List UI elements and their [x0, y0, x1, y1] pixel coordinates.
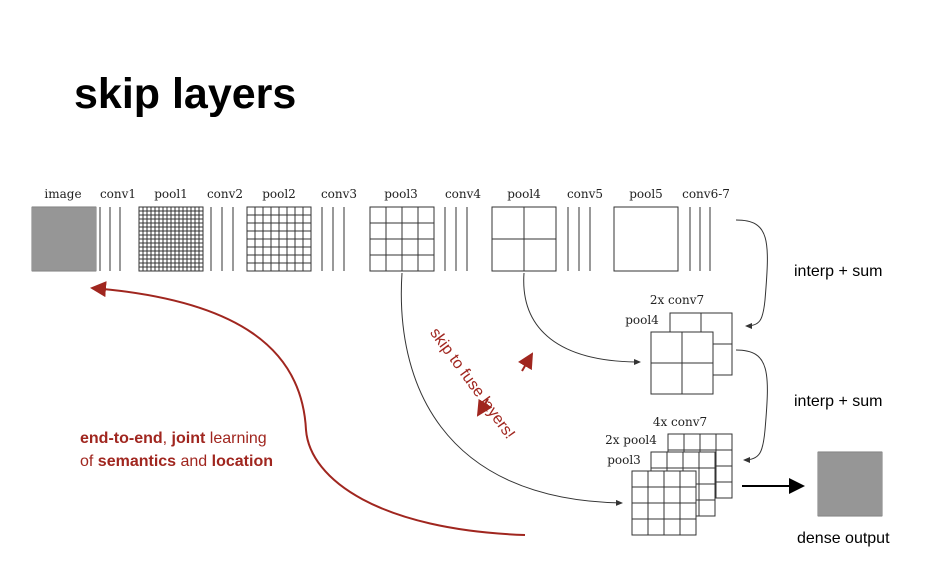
slide-title: skip layers: [74, 70, 297, 118]
layer-label-pool4: pool4: [507, 187, 541, 201]
prediction-stacks: 2x conv7 pool4 4x conv7 2x pool4 pool3: [605, 293, 883, 536]
layer-label-conv4: conv4: [445, 187, 481, 201]
and-text: and: [176, 453, 212, 470]
pool4-skip-map: [650, 331, 714, 395]
layer-label-conv2: conv2: [207, 187, 243, 201]
conv7-4x-label: 4x conv7: [653, 415, 707, 429]
layer-label-pool3: pool3: [384, 187, 418, 201]
end-to-end-text: end-to-end: [80, 430, 163, 447]
pool4-2x-label: 2x pool4: [605, 433, 657, 447]
layer-label-conv1: conv1: [100, 187, 136, 201]
pool2-map: [246, 206, 312, 272]
pool3-skip-arrow: [400, 272, 623, 506]
pool4-skip-arrow: [523, 272, 641, 365]
end-to-end-arrow: [90, 281, 526, 536]
pool3-map: [369, 206, 435, 272]
learning-note-line2: of semantics and location: [80, 450, 273, 473]
learning-note-line1: end-to-end, joint learning: [80, 427, 273, 450]
dense-output-label: dense output: [797, 530, 890, 547]
skip-up-arrow: [518, 352, 534, 372]
interp-sum-arrow-1: [735, 219, 768, 329]
of-text: of: [80, 453, 98, 470]
joint-text: joint: [171, 430, 206, 447]
pool3-skip-map: [631, 470, 697, 536]
note-sep: ,: [162, 430, 172, 447]
pool4-label: pool4: [625, 313, 659, 327]
layer-label-conv3: conv3: [321, 187, 357, 201]
learning-note: end-to-end, joint learning of semantics …: [80, 427, 273, 473]
pool3-label: pool3: [607, 453, 641, 467]
interp-sum-label-1: interp + sum: [794, 263, 883, 280]
arrows: [90, 219, 805, 536]
learning-text: learning: [205, 430, 267, 447]
location-text: location: [211, 453, 273, 470]
interp-sum-arrow-2: [735, 349, 768, 463]
layer-label-conv5: conv5: [567, 187, 603, 201]
image-map: [31, 206, 97, 272]
pool4-map: [491, 206, 557, 272]
pool1-map: [138, 206, 204, 272]
layer-label-pool2: pool2: [262, 187, 296, 201]
interp-sum-label-2: interp + sum: [794, 393, 883, 410]
pool5-map: [613, 206, 679, 272]
layer-label-pool1: pool1: [154, 187, 188, 201]
layer-labels: image conv1 pool1 conv2 pool2 conv3 pool3 conv4…: [44, 187, 729, 201]
layer-label-pool5: pool5: [629, 187, 663, 201]
semantics-text: semantics: [97, 453, 177, 470]
skip-down-arrow: [476, 398, 493, 417]
pool5-map-frame: [613, 206, 679, 272]
dense-output-map: [817, 451, 883, 517]
layer-label-conv6-7: conv6-7: [682, 187, 730, 201]
layer-row: [31, 206, 711, 272]
conv7-2x-label: 2x conv7: [650, 293, 704, 307]
layer-label-image: image: [44, 187, 81, 201]
